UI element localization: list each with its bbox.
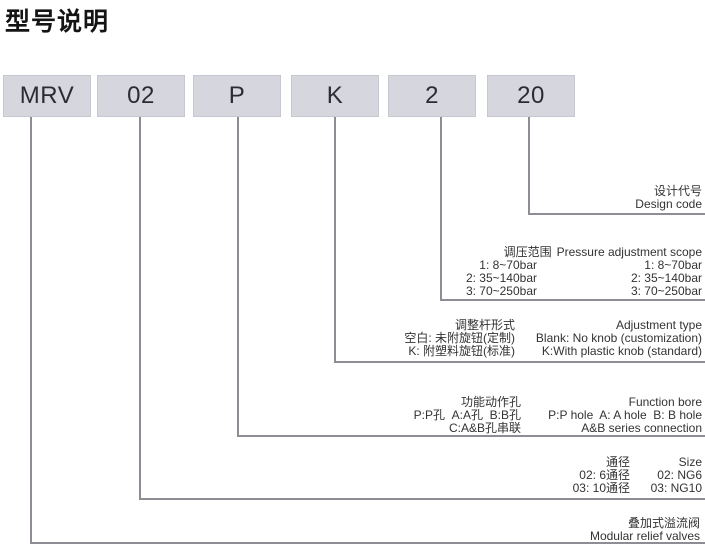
pressure-scope-row-1: 1: 8~70bar 1: 8~70bar — [412, 259, 702, 272]
size-block: 通径 Size 02: 6通径 02: NG6 03: 10通径 03: NG1… — [402, 456, 702, 495]
function-bore-header: 功能动作孔 Function bore — [222, 396, 702, 409]
size-row-1: 02: 6通径 02: NG6 — [402, 469, 702, 482]
connector-vertical-pressure — [440, 117, 442, 301]
adjustment-row1-zh: 空白: 未附旋钮(定制) — [404, 331, 515, 345]
connector-horizontal-design — [528, 213, 705, 215]
product-name-zh: 叠加式溢流阀 — [627, 516, 700, 530]
connector-horizontal-function — [237, 435, 705, 437]
pressure-scope-header: 调压范围 Pressure adjustment scope — [412, 246, 702, 259]
connector-vertical-design — [528, 117, 530, 215]
connector-vertical-function — [237, 117, 239, 437]
function-row1-zh: P:P孔 A:A孔 B:B孔 — [413, 408, 521, 422]
adjustment-type-row-1: 空白: 未附旋钮(定制) Blank: No knob (customizati… — [322, 332, 702, 345]
adjustment-type-block: 调整杆形式 Adjustment type 空白: 未附旋钮(定制) Blank… — [322, 319, 702, 358]
pressure-scope-header-zh: 调压范围 — [503, 245, 552, 259]
size-header-en: Size — [678, 455, 702, 469]
function-row2-zh: C:A&B孔串联 — [448, 421, 521, 435]
pressure-scope-block: 调压范围 Pressure adjustment scope 1: 8~70bar… — [412, 246, 702, 298]
function-bore-row-2: C:A&B孔串联 A&B series connection — [222, 422, 702, 435]
function-header-zh: 功能动作孔 — [460, 395, 521, 409]
function-bore-block: 功能动作孔 Function bore P:P孔 A:A孔 B:B孔 P:P h… — [222, 396, 702, 435]
model-box-size-code: 02 — [97, 75, 185, 117]
adjustment-type-row-2: K: 附塑料旋钮(标准) K:With plastic knob (standa… — [322, 345, 702, 358]
pressure-row2-en: 2: 35~140bar — [630, 271, 702, 285]
pressure-row1-en: 1: 8~70bar — [644, 258, 702, 272]
adjustment-header-en: Adjustment type — [615, 318, 702, 332]
design-code-label-zh: 设计代号 — [653, 184, 702, 198]
function-row1-en: P:P hole A: A hole B: B hole — [548, 408, 702, 422]
design-code-block: 设计代号 Design code — [635, 185, 702, 211]
pressure-row3-zh: 3: 70~250bar — [465, 284, 537, 298]
size-row2-en: 03: NG10 — [650, 481, 702, 495]
pressure-row1-zh: 1: 8~70bar — [479, 258, 537, 272]
adjustment-type-header: 调整杆形式 Adjustment type — [322, 319, 702, 332]
connector-vertical-adjustment — [334, 117, 336, 363]
connector-vertical-mrv — [30, 117, 32, 544]
pressure-scope-row-2: 2: 35~140bar 2: 35~140bar — [412, 272, 702, 285]
function-bore-row-1: P:P孔 A:A孔 B:B孔 P:P hole A: A hole B: B h… — [222, 409, 702, 422]
function-header-en: Function bore — [628, 395, 702, 409]
connector-horizontal-adjustment — [334, 361, 705, 363]
adjustment-row1-en: Blank: No knob (customization) — [535, 331, 702, 345]
product-name-en: Modular relief valves — [589, 529, 700, 543]
connector-horizontal-size — [139, 498, 705, 500]
size-row2-zh: 03: 10通径 — [572, 481, 630, 495]
size-header: 通径 Size — [402, 456, 702, 469]
size-header-zh: 通径 — [605, 455, 630, 469]
pressure-row2-zh: 2: 35~140bar — [465, 271, 537, 285]
pressure-row3-en: 3: 70~250bar — [630, 284, 702, 298]
connector-horizontal-product — [30, 542, 705, 544]
adjustment-header-zh: 调整杆形式 — [454, 318, 515, 332]
model-box-function-code: P — [193, 75, 281, 117]
product-name-block: 叠加式溢流阀 Modular relief valves — [590, 517, 700, 543]
function-row2-en: A&B series connection — [581, 421, 702, 435]
model-box-mrv: MRV — [3, 75, 91, 117]
connector-vertical-size — [139, 117, 141, 500]
size-row-2: 03: 10通径 03: NG10 — [402, 482, 702, 495]
size-row1-zh: 02: 6通径 — [579, 468, 630, 482]
size-row1-en: 02: NG6 — [657, 468, 702, 482]
pressure-scope-row-3: 3: 70~250bar 3: 70~250bar — [412, 285, 702, 298]
pressure-scope-header-en: Pressure adjustment scope — [556, 245, 702, 259]
design-code-label-en: Design code — [635, 197, 702, 211]
page-title: 型号说明 — [5, 8, 110, 36]
model-box-adjustment-code: K — [291, 75, 379, 117]
model-box-design-code: 20 — [487, 75, 575, 117]
adjustment-row2-zh: K: 附塑料旋钮(标准) — [408, 344, 515, 358]
connector-horizontal-pressure — [440, 299, 705, 301]
adjustment-row2-en: K:With plastic knob (standard) — [541, 344, 702, 358]
model-box-pressure-code: 2 — [388, 75, 476, 117]
